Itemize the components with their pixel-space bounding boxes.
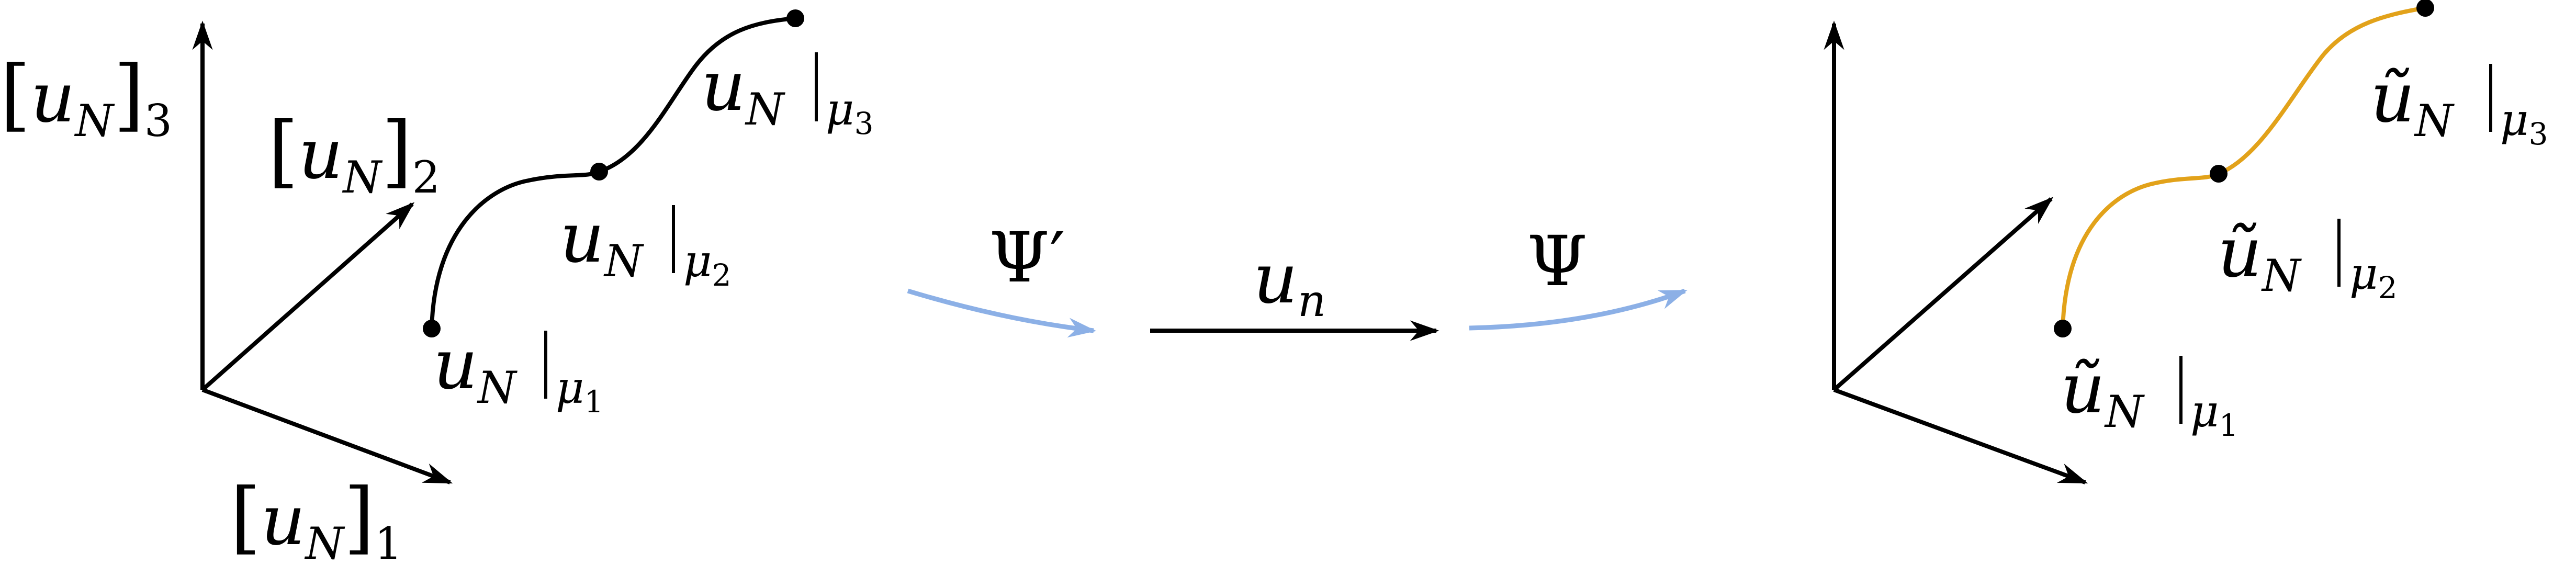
svg-text:ũN: ũN: [2061, 348, 2145, 437]
left-point-mu1: [423, 320, 441, 337]
svg-text:ũN: ũN: [2218, 212, 2302, 301]
svg-text:μ3: μ3: [826, 84, 874, 141]
left-label-mu3: uN μ3: [701, 46, 874, 141]
svg-text:μ1: μ1: [2190, 386, 2238, 443]
svg-text:μ2: μ2: [2349, 248, 2398, 306]
right-panel: ũN μ1 ũN μ2 ũN μ3: [1824, 0, 2548, 484]
encoder-label: Ψ′: [989, 218, 1065, 298]
right-point-mu3: [2416, 0, 2434, 17]
decoder-arrow: [1469, 288, 1688, 331]
svg-text:uN: uN: [701, 46, 785, 135]
left-axis-diagonal: [201, 202, 415, 391]
svg-text:μ3: μ3: [2500, 94, 2548, 152]
left-panel: [uN]3 [uN]2 [uN]1 uN μ1 uN μ2 uN μ3: [0, 9, 874, 564]
left-axis-horizontal: [201, 388, 453, 484]
left-axis-label-2: [uN]2: [268, 106, 440, 203]
left-label-mu1: uN μ1: [433, 324, 604, 420]
encoder-arrow: [907, 288, 1097, 338]
right-label-mu2: ũN μ2: [2218, 212, 2398, 306]
right-label-mu3: ũN μ3: [2370, 58, 2548, 152]
svg-text:μ1: μ1: [556, 362, 604, 420]
left-point-mu2: [590, 163, 608, 181]
svg-text:μ2: μ2: [683, 235, 732, 293]
right-axis-diagonal: [1832, 197, 2054, 392]
left-axis-label-3: [uN]3: [0, 49, 172, 146]
right-point-mu2: [2210, 165, 2228, 183]
mapping-section: Ψ′ un Ψ: [907, 218, 1688, 341]
right-axis-horizontal: [1833, 388, 2088, 484]
latent-label: un: [1253, 239, 1326, 326]
right-label-mu1: ũN μ1: [2061, 348, 2238, 443]
left-point-mu3: [786, 9, 804, 27]
decoder-label: Ψ: [1527, 221, 1588, 302]
svg-text:uN: uN: [560, 198, 644, 287]
svg-text:uN: uN: [433, 324, 518, 413]
right-point-mu1: [2054, 320, 2072, 337]
left-label-mu2: uN μ2: [560, 198, 732, 293]
svg-text:ũN: ũN: [2370, 58, 2455, 146]
left-axis-label-1: [uN]1: [230, 472, 402, 564]
